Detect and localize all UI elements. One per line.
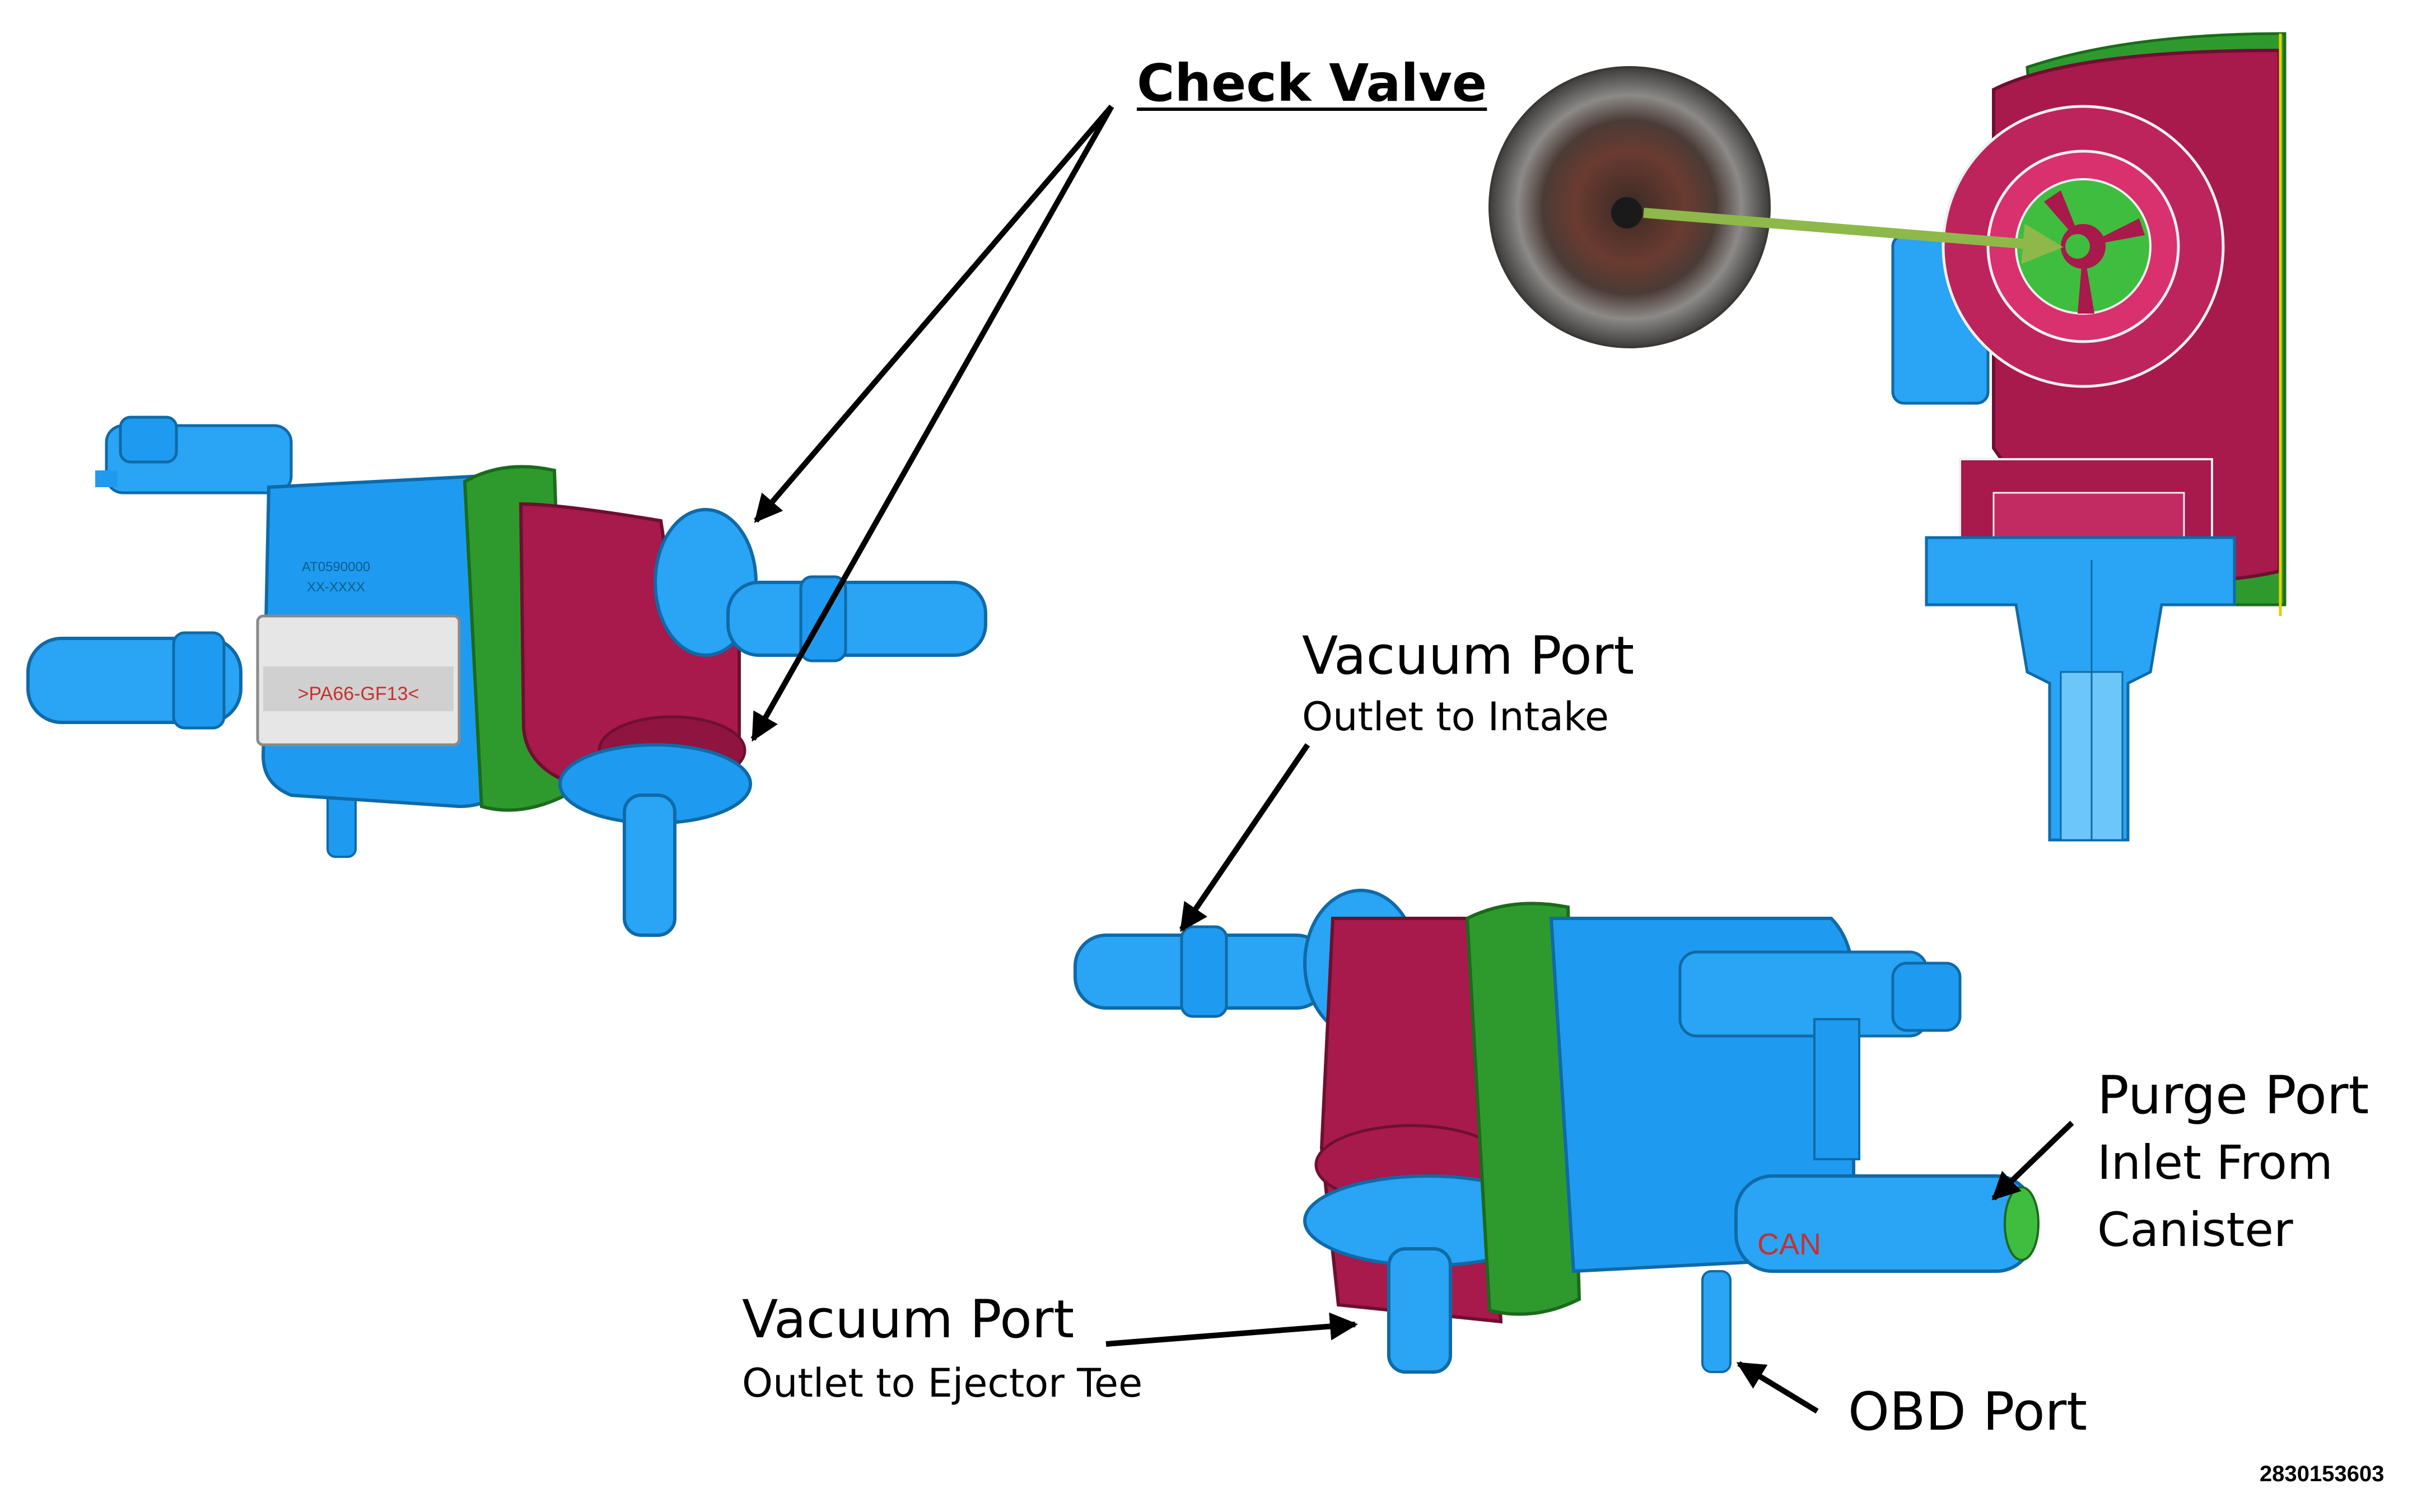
vacuum-intake-arrow [1179,743,1310,932]
left-material-mark: >PA66-GF13< [298,683,419,704]
left-valve-assembly: >PA66-GF13< AT0590000 XX-XXXX [26,416,987,937]
left-part-code: AT0590000 [302,559,370,575]
purge-port-sublabel-1: Inlet From [2097,1135,2333,1190]
check-valve-arrow-lower [750,105,1114,742]
can-marking: CAN [1757,1228,1821,1261]
purge-port-arrow [1991,1121,2074,1201]
vacuum-ejector-arrow [1105,1312,1358,1347]
pointer-arrows [750,104,2074,1414]
purge-port-label: Purge Port [2097,1065,2369,1126]
vacuum-intake-label: Vacuum Port [1302,626,1635,687]
disc-to-seat-arrow [1643,208,2064,264]
obd-port-arrow [1736,1361,1819,1414]
bottom-valve-assembly: CAN [1074,889,2040,1374]
obd-port-label: OBD Port [1848,1382,2088,1443]
check-valve-title: Check Valve [1137,53,1487,113]
purge-port-sublabel-2: Canister [2097,1202,2293,1257]
check-valve-cutaway [1488,32,2286,842]
vacuum-ejector-sublabel: Outlet to Ejector Tee [742,1360,1143,1406]
figure-id: 2830153603 [2260,1462,2384,1486]
check-valve-arrow-upper [754,104,1114,523]
left-part-code-2: XX-XXXX [307,580,365,595]
vacuum-intake-sublabel: Outlet to Intake [1302,694,1609,740]
vacuum-ejector-label: Vacuum Port [742,1289,1075,1350]
